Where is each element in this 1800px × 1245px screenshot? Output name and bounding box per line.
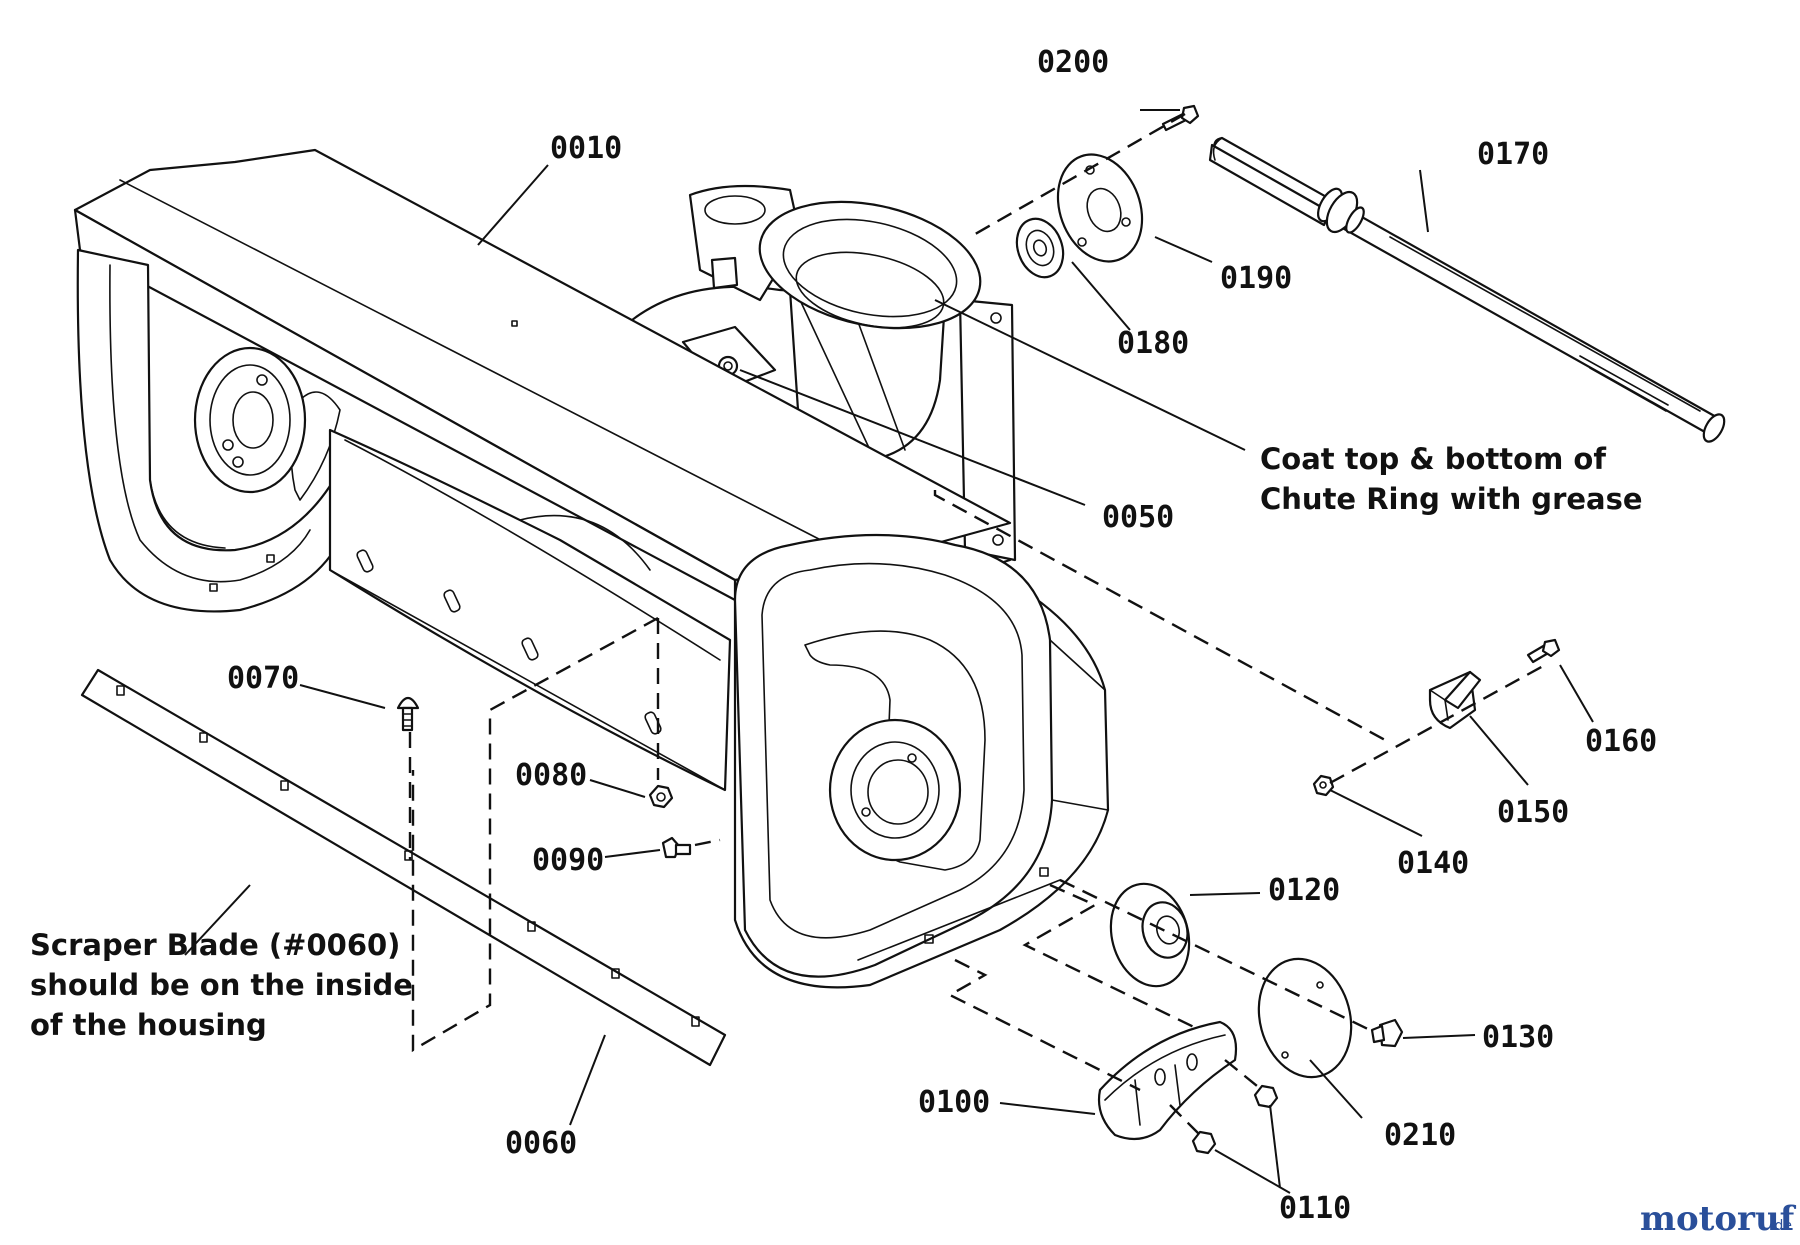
label-0070: 0070 [227,661,299,696]
label-0140: 0140 [1397,846,1469,881]
scraper-note-line-2: should be on the inside [30,968,413,1002]
label-0180: 0180 [1117,326,1189,361]
cover-plate [1257,957,1353,1079]
label-0100: 0100 [918,1085,990,1120]
scraper-note-line-1: Scraper Blade (#0060) [30,928,400,962]
flange-nuts [1191,1084,1279,1155]
label-0080: 0080 [515,758,587,793]
carriage-bolt [396,696,420,732]
scraper-blade [80,668,727,1067]
nut-0140 [1312,774,1335,797]
label-0110: 0110 [1279,1191,1351,1226]
label-0120: 0120 [1268,873,1340,908]
label-0150: 0150 [1497,795,1569,830]
hex-bolt [661,836,692,859]
label-0130: 0130 [1482,1020,1554,1055]
label-0190: 0190 [1220,261,1292,296]
assembly-lines [408,112,1546,1136]
callout-labels: 0010 0200 0170 0190 0180 0050 0070 0080 … [227,45,1657,1226]
hex-nut [648,784,674,809]
label-0090: 0090 [532,843,604,878]
flange-bolt [1370,1018,1404,1048]
grease-note: Coat top & bottom of Chute Ring with gre… [1260,442,1643,516]
label-0200: 0200 [1037,45,1109,80]
skid-shoe [1097,1020,1238,1141]
grease-note-line-1: Coat top & bottom of [1260,442,1606,476]
label-0210: 0210 [1384,1118,1456,1153]
label-0060: 0060 [505,1126,577,1161]
auger-housing [73,148,1110,989]
watermark-suffix: .de [1770,1218,1792,1234]
grease-note-line-2: Chute Ring with grease [1260,482,1643,516]
bearing-flange [1109,882,1191,988]
bearing [1015,217,1065,279]
label-0160: 0160 [1585,724,1657,759]
leader-lines [184,109,1594,1194]
watermark-text: motoruf [1640,1199,1797,1239]
shear-bracket [1428,670,1482,730]
scraper-note-line-3: of the housing [30,1008,267,1042]
label-0050: 0050 [1102,500,1174,535]
auger-shaft [1208,136,1726,443]
bolt-0160 [1526,638,1561,664]
label-0010: 0010 [550,131,622,166]
bearing-housing [1056,153,1144,263]
label-0170: 0170 [1477,137,1549,172]
scraper-note: Scraper Blade (#0060) should be on the i… [30,928,413,1042]
watermark-logo: motoruf .de [1640,1199,1797,1239]
